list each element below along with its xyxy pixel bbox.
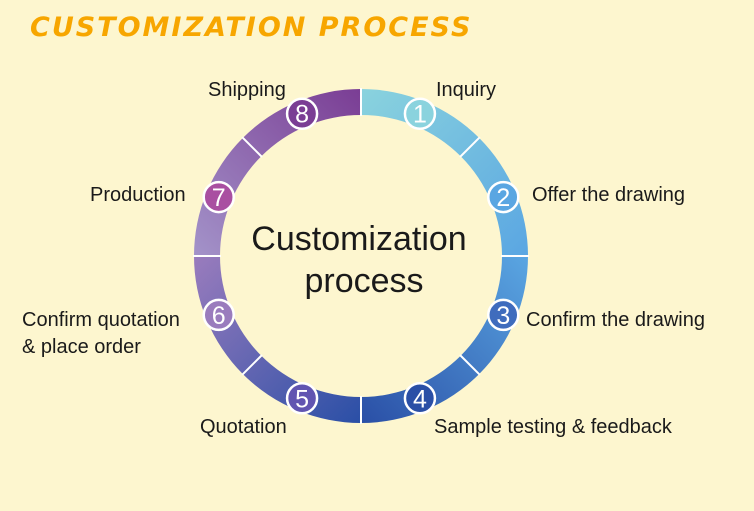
step-badge-circle — [285, 382, 319, 415]
process-ring — [193, 88, 529, 424]
step-label-sample-testing: Sample testing & feedback — [434, 416, 673, 438]
step-label-inquiry: Inquiry — [436, 79, 496, 101]
step-badge-circle — [487, 298, 520, 332]
step-badge-circle — [202, 298, 235, 332]
step-label-confirm-quotation: Confirm quotation — [22, 309, 180, 331]
step-number: 5 — [295, 385, 309, 413]
step-number: 2 — [496, 184, 510, 212]
step-number: 4 — [413, 385, 427, 413]
step-badge-circle — [285, 97, 319, 130]
step-label-place-order: & place order — [22, 336, 141, 358]
step-badge-2: 2 — [487, 180, 520, 214]
step-badge-8: 8 — [285, 97, 319, 130]
step-badge-circle — [403, 382, 437, 415]
center-title-line2: process — [304, 262, 423, 300]
step-badge-4: 4 — [403, 382, 437, 415]
ring-divider — [241, 136, 263, 158]
step-badge-6: 6 — [202, 298, 235, 332]
step-number: 3 — [496, 302, 510, 330]
step-label-shipping: Shipping — [208, 79, 286, 101]
step-badge-circle — [202, 180, 235, 214]
ring-quarter-4 — [194, 89, 361, 256]
step-number: 7 — [212, 184, 226, 212]
ring-divider — [459, 354, 481, 376]
step-badge-circle — [403, 97, 437, 130]
step-label-quotation: Quotation — [200, 416, 287, 438]
ring-divider — [459, 136, 481, 158]
step-number: 8 — [295, 101, 309, 129]
center-title-line1: Customization — [251, 220, 466, 258]
step-badges: 1 2 3 4 5 6 7 8 — [202, 97, 520, 415]
step-badge-7: 7 — [202, 180, 235, 214]
step-badge-3: 3 — [487, 298, 520, 332]
ring-divider — [241, 354, 263, 376]
step-badge-5: 5 — [285, 382, 319, 415]
step-number: 1 — [413, 101, 427, 129]
step-label-production: Production — [90, 184, 186, 206]
step-label-confirm-drawing: Confirm the drawing — [526, 309, 705, 331]
ring-quarter-2 — [361, 256, 528, 423]
ring-quarter-1 — [361, 89, 528, 256]
step-badge-circle — [487, 180, 520, 214]
step-number: 6 — [212, 302, 226, 330]
step-badge-1: 1 — [403, 97, 437, 130]
step-label-offer-drawing: Offer the drawing — [532, 184, 685, 206]
page-title: CUSTOMIZATION PROCESS — [30, 12, 473, 43]
ring-quarter-3 — [194, 256, 361, 423]
